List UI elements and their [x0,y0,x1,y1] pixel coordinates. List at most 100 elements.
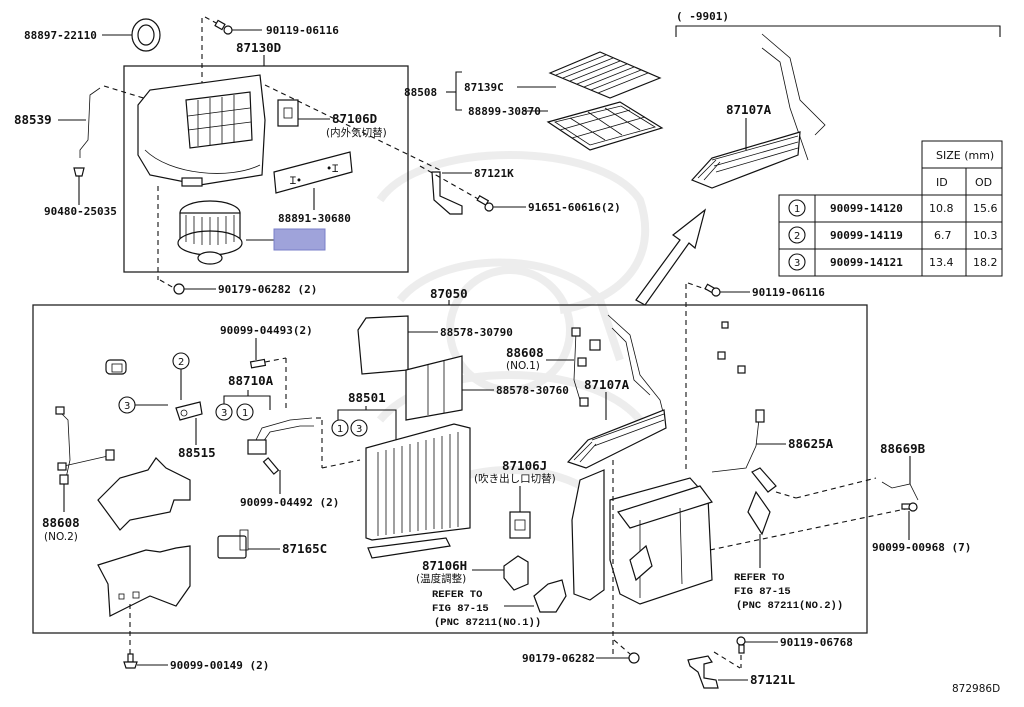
blower-case-icon [137,74,266,187]
label-88508[interactable]: 88508 [404,86,437,99]
label-87106d[interactable]: 87106D [332,111,377,126]
label-87106j[interactable]: 87106J [502,458,547,473]
filter-pad-icon [405,355,463,421]
label-88710a[interactable]: 88710A [228,373,274,388]
blower-group: 87130D 88897-22110 90119-06116 88539 904… [14,16,441,296]
label-87165c[interactable]: 87165C [282,541,327,556]
row-key: 3 [794,258,800,269]
evaporator-icon [365,423,471,559]
label-88891-30680[interactable]: 88891-30680 [278,212,351,225]
label-90099-00968[interactable]: 90099-00968 (7) [872,541,971,554]
bolt-icon [249,358,267,369]
damper-actuator-icon [503,555,529,591]
blower-fan-icon [177,200,243,265]
group-box-87050 [32,304,868,634]
clip-icon [73,167,85,205]
label-90099-04492[interactable]: 90099-04492 (2) [240,496,339,509]
label-88608-no1[interactable]: 88608 [506,345,544,360]
row-id: 13.4 [929,256,954,269]
row-part-number[interactable]: 90099-14119 [830,229,903,242]
table-header-id: ID [936,176,948,189]
label-87106h[interactable]: 87106H [422,558,467,573]
bolt-icon [123,653,138,669]
wire-harness-icon [571,327,601,407]
screw-icon [704,283,721,297]
sensor-wire-icon [711,409,765,473]
resistor-plate-icon: Ɪ• •Ɪ [273,151,353,194]
sensor-icon [751,467,777,493]
label-88608-no1-note: (NO.1) [506,360,540,372]
label-88578-30760[interactable]: 88578-30760 [496,384,569,397]
oring-size-table: SIZE (mm) ID OD 1 90099-14120 10.8 15.6 [778,140,1003,277]
label-90480-25035[interactable]: 90480-25035 [44,205,117,218]
table-row: 3 90099-14121 13.4 18.2 [778,248,1003,277]
label-90119-06768[interactable]: 90119-06768 [780,636,853,649]
refer-to-no2-line1: REFER TO [734,572,784,584]
label-87121l[interactable]: 87121L [750,672,796,687]
label-91651-60616[interactable]: 91651-60616(2) [528,201,621,214]
label-87139c[interactable]: 87139C [464,81,504,94]
label-90099-00149[interactable]: 90099-00149 (2) [170,659,269,672]
refer-to-no1-line3[interactable]: (PNC 87211(NO.1)) [434,617,541,629]
label-87050[interactable]: 87050 [430,286,468,301]
label-87106d-note: (内外気切替) [326,126,387,139]
refer-to-no2-line3[interactable]: (PNC 87211(NO.2)) [736,600,843,612]
heater-core-icon [566,409,667,469]
callout-3: 3 [124,401,130,412]
control-module-icon [217,529,249,559]
label-90119-06116-top[interactable]: 90119-06116 [266,24,339,37]
label-88669b[interactable]: 88669B [880,441,926,456]
row-od: 18.2 [973,256,998,269]
label-88501[interactable]: 88501 [348,390,386,405]
bracket-icon [431,171,463,215]
servo-motor-icon [533,579,567,613]
label-87130d[interactable]: 87130D [236,40,281,55]
table-row: 1 90099-14120 10.8 15.6 [778,194,1003,223]
arrow-icon [635,208,707,306]
label-90119-06116-mid[interactable]: 90119-06116 [752,286,825,299]
label-90099-04493[interactable]: 90099-04493(2) [220,324,313,337]
callout-1: 1 [242,408,248,419]
label-88897-22110[interactable]: 88897-22110 [24,29,97,42]
label-87121k[interactable]: 87121K [474,167,514,180]
drain-hose-icon [79,87,101,158]
highlighted-part-label-box[interactable] [273,228,326,251]
refer-to-no1-line2[interactable]: FIG 87-15 [432,603,489,615]
row-part-number[interactable]: 90099-14120 [830,202,903,215]
damper-actuator-icon [277,99,299,127]
label-88899-30870[interactable]: 88899-30870 [468,105,541,118]
label-87107a-mid[interactable]: 87107A [584,377,630,392]
clip-icon [717,321,746,374]
table-row: 2 90099-14119 6.7 10.3 [778,221,1003,250]
callout-3: 3 [221,408,227,419]
row-part-number[interactable]: 90099-14121 [830,256,903,269]
label-88539[interactable]: 88539 [14,112,52,127]
heater-pipes-icon [607,314,666,421]
nut-icon [173,283,185,295]
label-88515[interactable]: 88515 [178,445,216,460]
refer-to-no2-line2[interactable]: FIG 87-15 [734,586,791,598]
callout-2: 2 [178,357,184,368]
drain-hose-icon [881,481,919,501]
damper-actuator-icon [509,511,531,539]
heater-unit-case-icon [571,469,713,605]
duct-icon [97,545,191,617]
label-87106h-note: (温度調整) [416,572,466,585]
date-range-label: ( -9901) [676,10,729,23]
catalog-code: 872986D [952,683,1000,695]
label-90179-06282-2[interactable]: 90179-06282 (2) [218,283,317,296]
servo-motor-icon [747,490,771,536]
label-88625a[interactable]: 88625A [788,436,834,451]
label-87106j-note: (吹き出し口切替) [474,472,556,485]
bracket-icon [687,655,719,689]
filter-frame-icon [546,101,664,151]
label-88608-no2[interactable]: 88608 [42,515,80,530]
svg-text:Ɪ•: Ɪ• [290,175,302,187]
seal-icon [131,18,161,52]
label-88578-30790[interactable]: 88578-30790 [440,326,513,339]
duct-icon [97,457,191,531]
screw-icon [476,194,494,212]
label-90179-06282[interactable]: 90179-06282 [522,652,595,665]
label-87107a-top[interactable]: 87107A [726,102,772,117]
